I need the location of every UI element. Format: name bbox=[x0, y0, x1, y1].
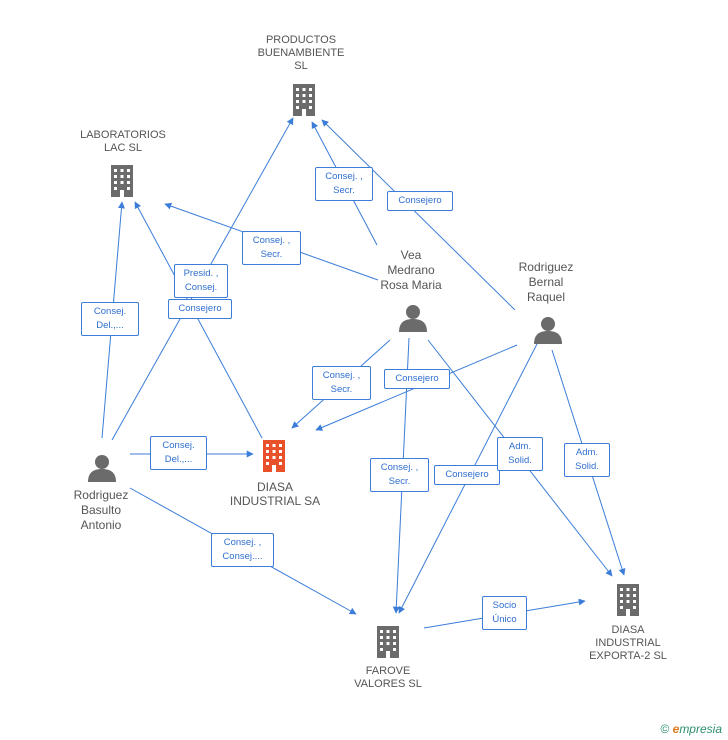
edge-label-bernal-exporta: Adm. Solid. bbox=[564, 443, 610, 477]
copyright-symbol: © bbox=[660, 722, 670, 736]
company-label-laboratorios[interactable]: LABORATORIOS LAC SL bbox=[80, 129, 166, 154]
building-icon-farove bbox=[377, 626, 399, 658]
edge-label-vea-laboratorios: Consej. , Secr. bbox=[242, 231, 301, 265]
company-label-diasa[interactable]: DIASA INDUSTRIAL SA bbox=[229, 480, 321, 508]
company-label-exporta[interactable]: DIASA INDUSTRIAL EXPORTA-2 SL bbox=[589, 624, 667, 662]
brand-e: e bbox=[672, 722, 680, 736]
edge-label-basulto-laboratorios: Consej. Del.,... bbox=[81, 302, 139, 336]
person-icon-bernal bbox=[534, 317, 562, 344]
edge-label-bernal-diasa: Consejero bbox=[384, 369, 450, 389]
building-icon-diasa bbox=[263, 440, 285, 472]
person-label-bernal[interactable]: Rodriguez Bernal Raquel bbox=[518, 260, 574, 304]
edge-label-bernal-farove: Consejero bbox=[434, 465, 500, 485]
empresia-logo[interactable]: © empresia bbox=[660, 722, 722, 736]
edge-label-basulto-productos: Presid. , Consej. bbox=[174, 264, 228, 298]
building-icon-exporta bbox=[617, 584, 639, 616]
edge-diasa-laboratorios bbox=[134, 201, 263, 439]
person-label-vea[interactable]: Vea Medrano Rosa Maria bbox=[380, 248, 442, 292]
edge-bernal-productos bbox=[321, 119, 516, 311]
person-label-basulto[interactable]: Rodriguez Basulto Antonio bbox=[73, 488, 129, 532]
company-label-productos[interactable]: PRODUCTOS BUENAMBIENTE SL bbox=[257, 34, 345, 72]
edge-label-farove-exporta: Socio Único bbox=[482, 596, 527, 630]
edge-label-diasa-laboratorios: Consejero bbox=[168, 299, 232, 319]
edge-label-basulto-diasa: Consej. Del.,... bbox=[150, 436, 207, 470]
edge-label-vea-farove: Consej. , Secr. bbox=[370, 458, 429, 492]
edge-label-basulto-farove: Consej. , Consej.... bbox=[211, 533, 274, 567]
edge-label-vea-exporta: Adm. Solid. bbox=[497, 437, 543, 471]
brand-rest: mpresia bbox=[679, 722, 722, 736]
person-icon-basulto bbox=[88, 455, 116, 482]
company-label-farove[interactable]: FAROVE VALORES SL bbox=[354, 665, 422, 690]
building-icon-productos bbox=[293, 84, 315, 116]
person-icon-vea bbox=[399, 305, 427, 332]
edge-label-bernal-productos: Consejero bbox=[387, 191, 453, 211]
building-icon-laboratorios bbox=[111, 165, 133, 197]
edge-label-vea-productos: Consej. , Secr. bbox=[315, 167, 373, 201]
edge-label-vea-diasa: Consej. , Secr. bbox=[312, 366, 371, 400]
